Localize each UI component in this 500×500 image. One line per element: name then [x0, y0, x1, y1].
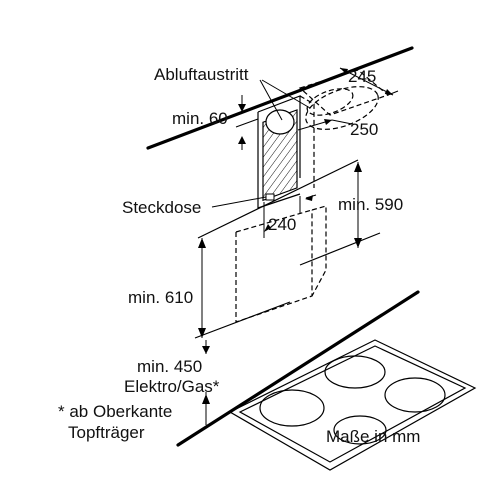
burner-2	[324, 355, 386, 389]
dim-590-arrowhead-top	[354, 162, 362, 172]
dim-245-arrowhead-a	[340, 68, 348, 74]
ceiling-opening-ellipse	[305, 86, 379, 130]
socket-symbol	[265, 193, 275, 201]
dim-245-ext	[387, 90, 399, 96]
hood-bottom-line	[194, 301, 291, 339]
dim-590-arrowhead-bottom	[354, 238, 362, 248]
label-dim-250: 250	[350, 120, 378, 139]
burner-4	[384, 377, 446, 413]
cooktop-outline	[228, 339, 477, 471]
dim-450-arrowhead-bottom	[202, 394, 210, 404]
label-footnote-line1: * ab Oberkante	[58, 402, 172, 421]
label-min-450: min. 450	[137, 357, 202, 376]
chimney-lower-top-dashed	[235, 209, 313, 233]
dim-60-ext	[235, 118, 259, 128]
chimney-lower-dashed	[235, 210, 313, 323]
label-min-590: min. 590	[338, 195, 403, 214]
worktop-line	[176, 290, 420, 447]
ceiling-line	[146, 46, 414, 150]
dim-245-line	[339, 67, 394, 96]
label-socket: Steckdose	[122, 198, 201, 217]
label-dim-245: 245	[348, 67, 376, 86]
dim-60-arrowhead-top	[238, 104, 246, 112]
exhaust-leader-2	[261, 79, 311, 109]
dim-450-arrowhead-top	[202, 346, 210, 354]
label-exhaust-outlet: Abluftaustritt	[154, 65, 249, 84]
wall-line-right	[299, 232, 381, 266]
label-dim-240: 240	[268, 215, 296, 234]
dim-610-arrowhead-top	[198, 238, 206, 248]
dim-250-ext	[331, 119, 353, 125]
dim-240-arrowhead-right	[305, 195, 313, 201]
dim-610-arrowhead-bottom	[198, 328, 206, 338]
burner-3	[333, 415, 387, 445]
hood-top-line	[197, 159, 359, 239]
label-units: Maße in mm	[326, 427, 420, 446]
label-electric-gas: Elektro/Gas*	[124, 377, 220, 396]
label-min-60: min. 60	[172, 109, 228, 128]
chimney-upper-front	[257, 112, 301, 209]
cooktop-inner	[238, 345, 467, 463]
ceiling-opening-ellipse-inner	[306, 88, 354, 116]
chimney-upper-side-dashed	[299, 95, 315, 188]
socket-leader	[211, 196, 267, 208]
exhaust-outlet-circle	[265, 109, 295, 135]
label-footnote-line2: Topfträger	[68, 423, 145, 442]
label-min-610: min. 610	[128, 288, 193, 307]
burner-1	[259, 389, 325, 427]
chimney-lower-side-dashed	[311, 205, 327, 297]
dim-60-arrowhead-bottom	[238, 136, 246, 144]
exhaust-leader-1	[259, 79, 283, 121]
dim-250-arrowhead	[324, 119, 332, 125]
dim-240-arrowhead-left	[264, 224, 271, 232]
